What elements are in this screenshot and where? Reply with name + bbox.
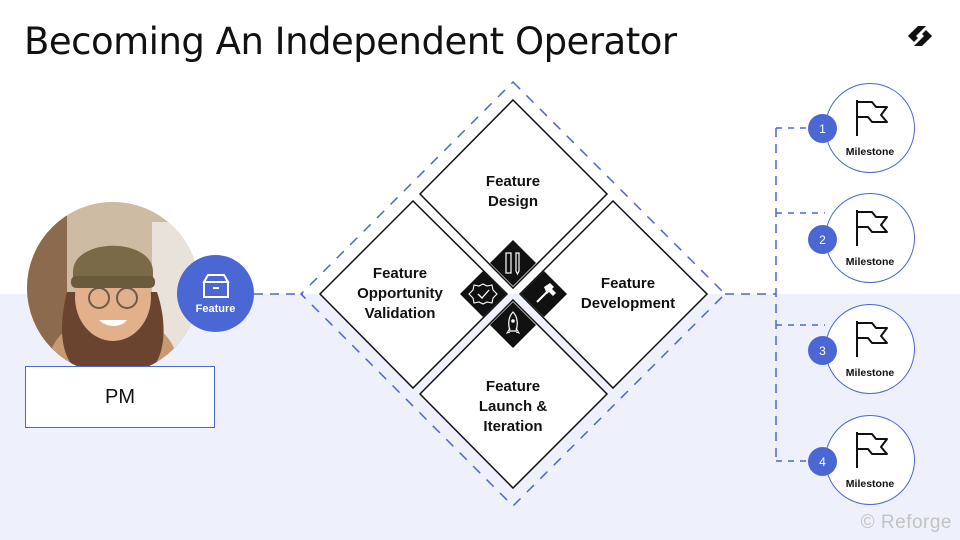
- quadrant-top: [418, 98, 609, 290]
- milestone-1: Milestone: [825, 83, 915, 173]
- page-title: Becoming An Independent Operator: [24, 20, 677, 63]
- copyright-text: © Reforge: [860, 512, 952, 533]
- milestone-label: Milestone: [845, 367, 895, 379]
- milestone-number-3: 3: [808, 336, 837, 365]
- quadrant-left: [318, 199, 509, 390]
- reforge-logo-icon: [908, 26, 932, 46]
- flag-icon: [856, 210, 888, 246]
- flag-icon: [856, 321, 888, 357]
- flag-icon: [856, 432, 888, 468]
- flag-icon: [856, 100, 888, 136]
- outer-dashed-diamond: [299, 80, 727, 508]
- milestone-3: Milestone: [825, 304, 915, 394]
- milestone-2: Milestone: [825, 193, 915, 283]
- ruler-pencil-icon: [490, 240, 536, 286]
- box-icon: [201, 273, 230, 298]
- quadrant-bottom: [418, 298, 609, 490]
- role-label: PM: [105, 385, 135, 408]
- avatar: [27, 202, 199, 374]
- role-box: PM: [25, 366, 215, 428]
- milestone-4: Milestone: [825, 415, 915, 505]
- milestone-number-2: 2: [808, 225, 837, 254]
- feature-badge-label: Feature: [195, 302, 236, 315]
- quadrant-bottom-label: Feature Launch & Iteration: [478, 378, 548, 435]
- quadrant-top-label: Feature Design: [485, 173, 541, 210]
- rocket-icon: [490, 302, 536, 348]
- quadrant-right-label: Feature Development: [580, 275, 676, 312]
- milestone-label: Milestone: [845, 146, 895, 158]
- feature-badge: Feature: [177, 255, 254, 332]
- milestone-number-4: 4: [808, 447, 837, 476]
- quadrant-right: [518, 199, 709, 390]
- milestone-label: Milestone: [845, 256, 895, 268]
- milestone-number-1: 1: [808, 114, 837, 143]
- hammer-icon: [521, 271, 567, 317]
- quadrant-left-label: Feature Opportunity Validation: [357, 265, 443, 322]
- milestone-label: Milestone: [845, 478, 895, 490]
- badge-check-icon: [460, 271, 506, 317]
